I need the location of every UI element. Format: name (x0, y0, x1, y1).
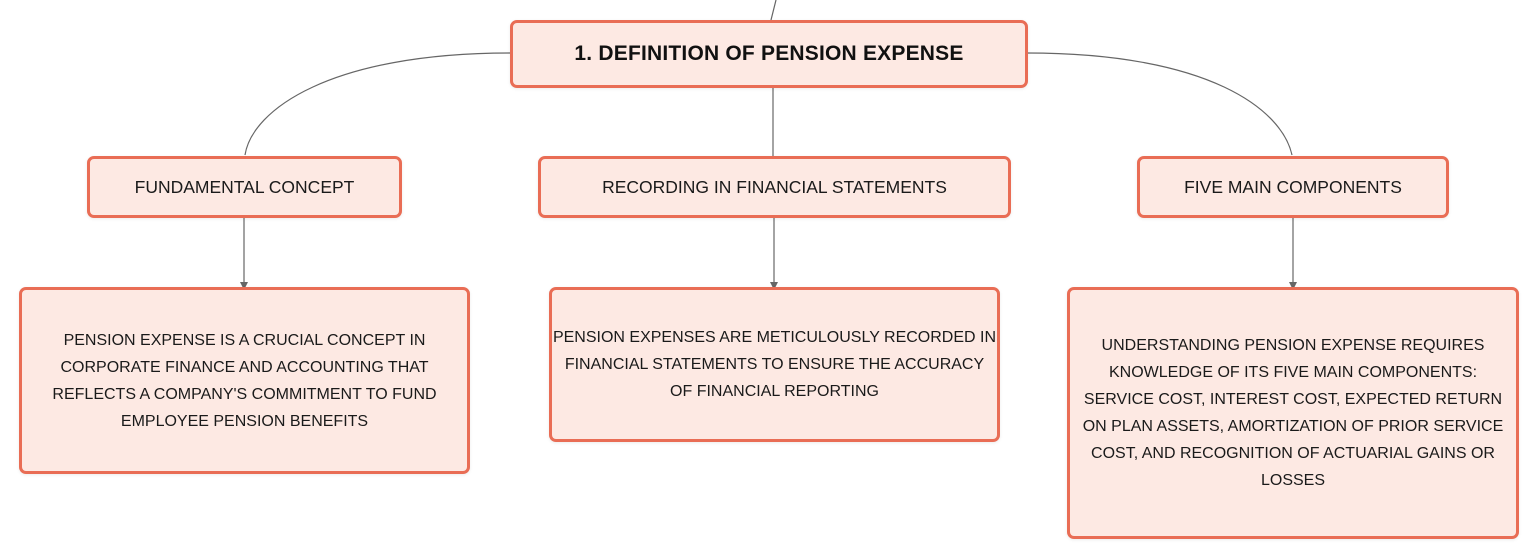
branch-label: RECORDING IN FINANCIAL STATEMENTS (602, 176, 947, 197)
detail-text: PENSION EXPENSES ARE METICULOUSLY RECORD… (552, 329, 997, 400)
branch-node-fundamental-concept[interactable]: FUNDAMENTAL CONCEPT (87, 156, 402, 218)
root-node[interactable]: 1. DEFINITION OF PENSION EXPENSE (510, 20, 1028, 88)
branch-label: FUNDAMENTAL CONCEPT (134, 176, 355, 197)
branch-node-five-main-components[interactable]: FIVE MAIN COMPONENTS (1137, 156, 1449, 218)
connector-root-to-fundamental (244, 52, 511, 156)
root-node-label: 1. DEFINITION OF PENSION EXPENSE (574, 42, 964, 65)
branch-node-recording-in-financial-statements[interactable]: RECORDING IN FINANCIAL STATEMENTS (538, 156, 1011, 218)
detail-text: PENSION EXPENSE IS A CRUCIAL CONCEPT IN … (52, 331, 437, 430)
detail-node-recording-in-financial-statements[interactable]: PENSION EXPENSES ARE METICULOUSLY RECORD… (549, 287, 1000, 442)
connector-root-to-components (1026, 52, 1293, 156)
detail-node-fundamental-concept[interactable]: PENSION EXPENSE IS A CRUCIAL CONCEPT IN … (19, 287, 470, 474)
detail-node-five-main-components[interactable]: UNDERSTANDING PENSION EXPENSE REQUIRES K… (1067, 287, 1519, 539)
parent-connector (770, 0, 777, 21)
detail-text: UNDERSTANDING PENSION EXPENSE REQUIRES K… (1082, 337, 1504, 489)
branch-label: FIVE MAIN COMPONENTS (1184, 176, 1402, 197)
